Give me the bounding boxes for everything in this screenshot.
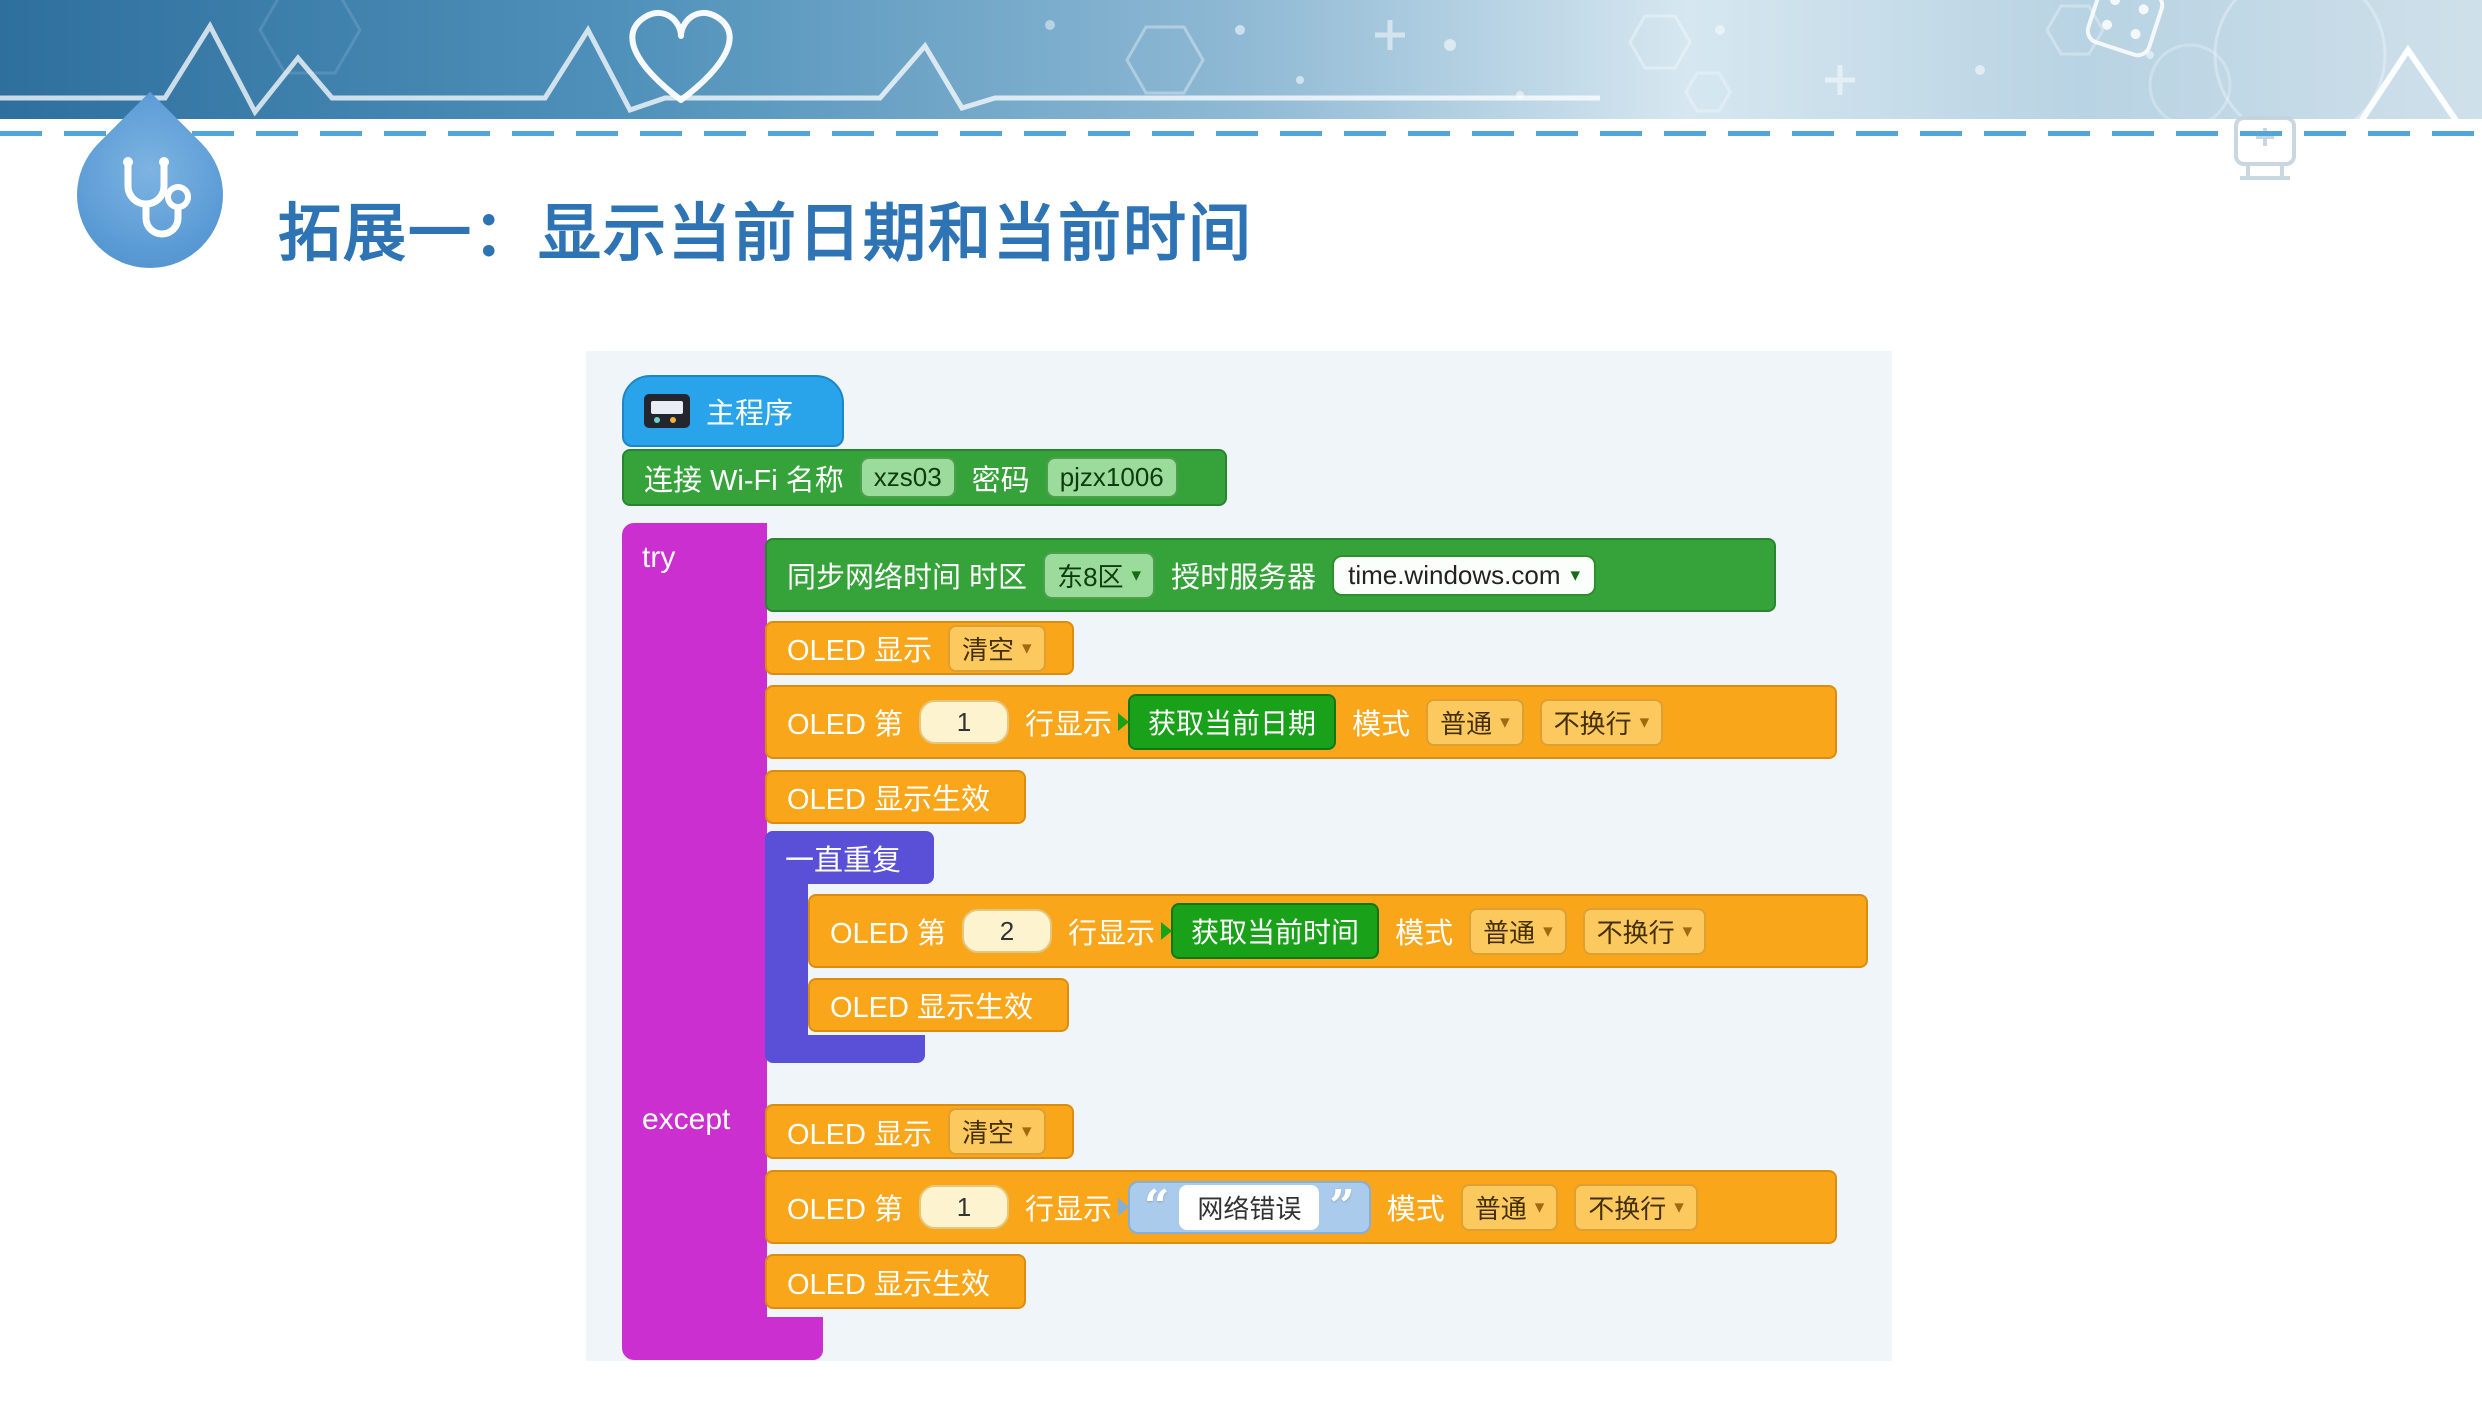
oled-line-block[interactable]: OLED 第 1 行显示 获取当前日期 模式 普通 ▾ 不换行 ▾ xyxy=(765,685,1837,759)
wifi-connect-block[interactable]: 连接 Wi-Fi 名称 xzs03 密码 pjzx1006 xyxy=(622,449,1227,506)
wifi-password-field[interactable]: pjzx1006 xyxy=(1045,457,1178,498)
board-icon xyxy=(644,394,690,428)
main-program-hat-block[interactable]: 主程序 xyxy=(622,375,844,447)
oled-apply-block[interactable]: OLED 显示生效 xyxy=(765,770,1026,824)
peak-line-icon xyxy=(2347,44,2471,140)
open-quote-icon: “ xyxy=(1144,1180,1170,1232)
stethoscope-icon xyxy=(123,157,191,238)
sync-network-time-block[interactable]: 同步网络时间 时区 东8区 ▾ 授时服务器 time.windows.com ▾ xyxy=(765,538,1776,612)
plus-icon xyxy=(1375,20,1405,50)
heart-outline-icon xyxy=(629,9,733,103)
oled-display-block[interactable]: OLED 显示 清空 ▾ xyxy=(765,621,1074,675)
dropdown-value: 不换行 xyxy=(1553,708,1632,739)
row-text: 行显示 xyxy=(1025,709,1113,741)
caret-down-icon: ▾ xyxy=(1543,920,1553,942)
hexagon-icon xyxy=(2045,4,2105,56)
oled-line-block[interactable]: OLED 第 2 行显示 获取当前时间 模式 普通 ▾ 不换行 ▾ xyxy=(808,894,1868,968)
mode-text: 模式 xyxy=(1395,918,1454,950)
oled-text: OLED 显示 xyxy=(787,635,933,667)
oled-apply-block[interactable]: OLED 显示生效 xyxy=(808,978,1069,1032)
wrap-dropdown[interactable]: 不换行 ▾ xyxy=(1582,907,1707,955)
dropdown-value: 普通 xyxy=(1440,708,1493,739)
blocks-canvas: try except 一直重复 主程序 连接 Wi-Fi 名称 xzs03 密码… xyxy=(586,351,1892,1361)
oled-text: OLED 第 xyxy=(787,1194,904,1226)
server-text: 授时服务器 xyxy=(1171,562,1317,594)
dropdown-value: 普通 xyxy=(1483,917,1536,948)
dropdown-value: 清空 xyxy=(962,634,1015,665)
plus-icon xyxy=(1825,65,1855,95)
dropdown-value: 东8区 xyxy=(1057,561,1124,592)
dropdown-value: 清空 xyxy=(962,1118,1015,1148)
wrap-dropdown[interactable]: 不换行 ▾ xyxy=(1539,698,1664,746)
caret-down-icon: ▾ xyxy=(1022,1121,1032,1142)
wifi-ssid-field[interactable]: xzs03 xyxy=(859,457,956,498)
mode-dropdown[interactable]: 普通 ▾ xyxy=(1460,1183,1559,1231)
ekg-line-icon xyxy=(0,20,1600,117)
caret-down-icon: ▾ xyxy=(1682,920,1693,942)
apply-label: OLED 显示生效 xyxy=(787,784,991,816)
dice-icon xyxy=(2085,0,2165,58)
oled-apply-block[interactable]: OLED 显示生效 xyxy=(765,1254,1026,1309)
dropdown-value: 不换行 xyxy=(1596,917,1675,948)
forever-loop-header[interactable]: 一直重复 xyxy=(765,831,934,884)
mode-text: 模式 xyxy=(1386,1194,1445,1226)
medical-banner-image xyxy=(0,0,2482,180)
caret-down-icon: ▾ xyxy=(1534,1196,1545,1218)
oled-line-block[interactable]: OLED 第 1 行显示 “ 网络错误 ” 模式 普通 ▾ 不换行 ▾ xyxy=(765,1170,1837,1244)
row-text: 行显示 xyxy=(1025,1194,1113,1226)
mode-dropdown[interactable]: 普通 ▾ xyxy=(1426,698,1524,746)
caret-down-icon: ▾ xyxy=(1639,711,1650,733)
apply-label: OLED 显示生效 xyxy=(787,1268,991,1301)
line-number-field[interactable]: 2 xyxy=(962,909,1053,953)
dropdown-value: time.windows.com xyxy=(1348,559,1561,590)
string-field[interactable]: 网络错误 xyxy=(1179,1184,1320,1230)
try-label: try xyxy=(642,541,676,574)
oled-text: OLED 第 xyxy=(787,709,904,741)
mode-dropdown[interactable]: 普通 ▾ xyxy=(1469,907,1567,955)
caret-down-icon: ▾ xyxy=(1131,564,1142,586)
time-server-dropdown[interactable]: time.windows.com ▾ xyxy=(1332,554,1597,596)
get-current-time-reporter[interactable]: 获取当前时间 xyxy=(1161,903,1380,959)
page-title: 拓展一：显示当前日期和当前时间 xyxy=(278,199,1253,269)
hexagon-icon xyxy=(1684,71,1732,113)
mode-text: 模式 xyxy=(1352,709,1411,741)
dropdown-value: 不换行 xyxy=(1588,1193,1667,1224)
timezone-dropdown[interactable]: 东8区 ▾ xyxy=(1043,551,1156,599)
hexagon-icon xyxy=(1628,14,1692,70)
display-mode-dropdown[interactable]: 清空 ▾ xyxy=(948,1108,1046,1155)
apply-label: OLED 显示生效 xyxy=(830,992,1034,1024)
display-mode-dropdown[interactable]: 清空 ▾ xyxy=(948,624,1046,672)
dropdown-value: 普通 xyxy=(1474,1193,1527,1224)
try-except-block[interactable] xyxy=(622,523,823,1360)
caret-down-icon: ▾ xyxy=(1022,637,1032,659)
wrap-dropdown[interactable]: 不换行 ▾ xyxy=(1574,1183,1698,1231)
hat-label: 主程序 xyxy=(706,398,794,430)
close-quote-icon: ” xyxy=(1329,1180,1355,1232)
loop-label: 一直重复 xyxy=(785,844,902,877)
hexagon-icon xyxy=(258,0,362,75)
oled-text: OLED 显示 xyxy=(787,1118,933,1151)
wifi-text: 连接 Wi-Fi 名称 xyxy=(644,464,844,497)
caret-down-icon: ▾ xyxy=(1570,564,1581,586)
row-text: 行显示 xyxy=(1068,918,1156,950)
sync-text: 同步网络时间 时区 xyxy=(787,562,1028,594)
get-current-date-reporter[interactable]: 获取当前日期 xyxy=(1118,694,1337,750)
caret-down-icon: ▾ xyxy=(1500,711,1510,733)
wifi-password-label: 密码 xyxy=(971,464,1030,497)
oled-text: OLED 第 xyxy=(830,918,947,950)
except-label: except xyxy=(642,1103,731,1136)
monitor-icon xyxy=(2234,116,2296,180)
line-number-field[interactable]: 1 xyxy=(919,1185,1010,1229)
string-block[interactable]: “ 网络错误 ” xyxy=(1118,1180,1371,1234)
line-number-field[interactable]: 1 xyxy=(919,700,1010,744)
hexagon-icon xyxy=(1125,25,1205,95)
dashed-divider xyxy=(0,131,2482,136)
drop-stethoscope-icon xyxy=(46,91,254,299)
caret-down-icon: ▾ xyxy=(1674,1196,1684,1218)
oled-display-block[interactable]: OLED 显示 清空 ▾ xyxy=(765,1104,1074,1159)
